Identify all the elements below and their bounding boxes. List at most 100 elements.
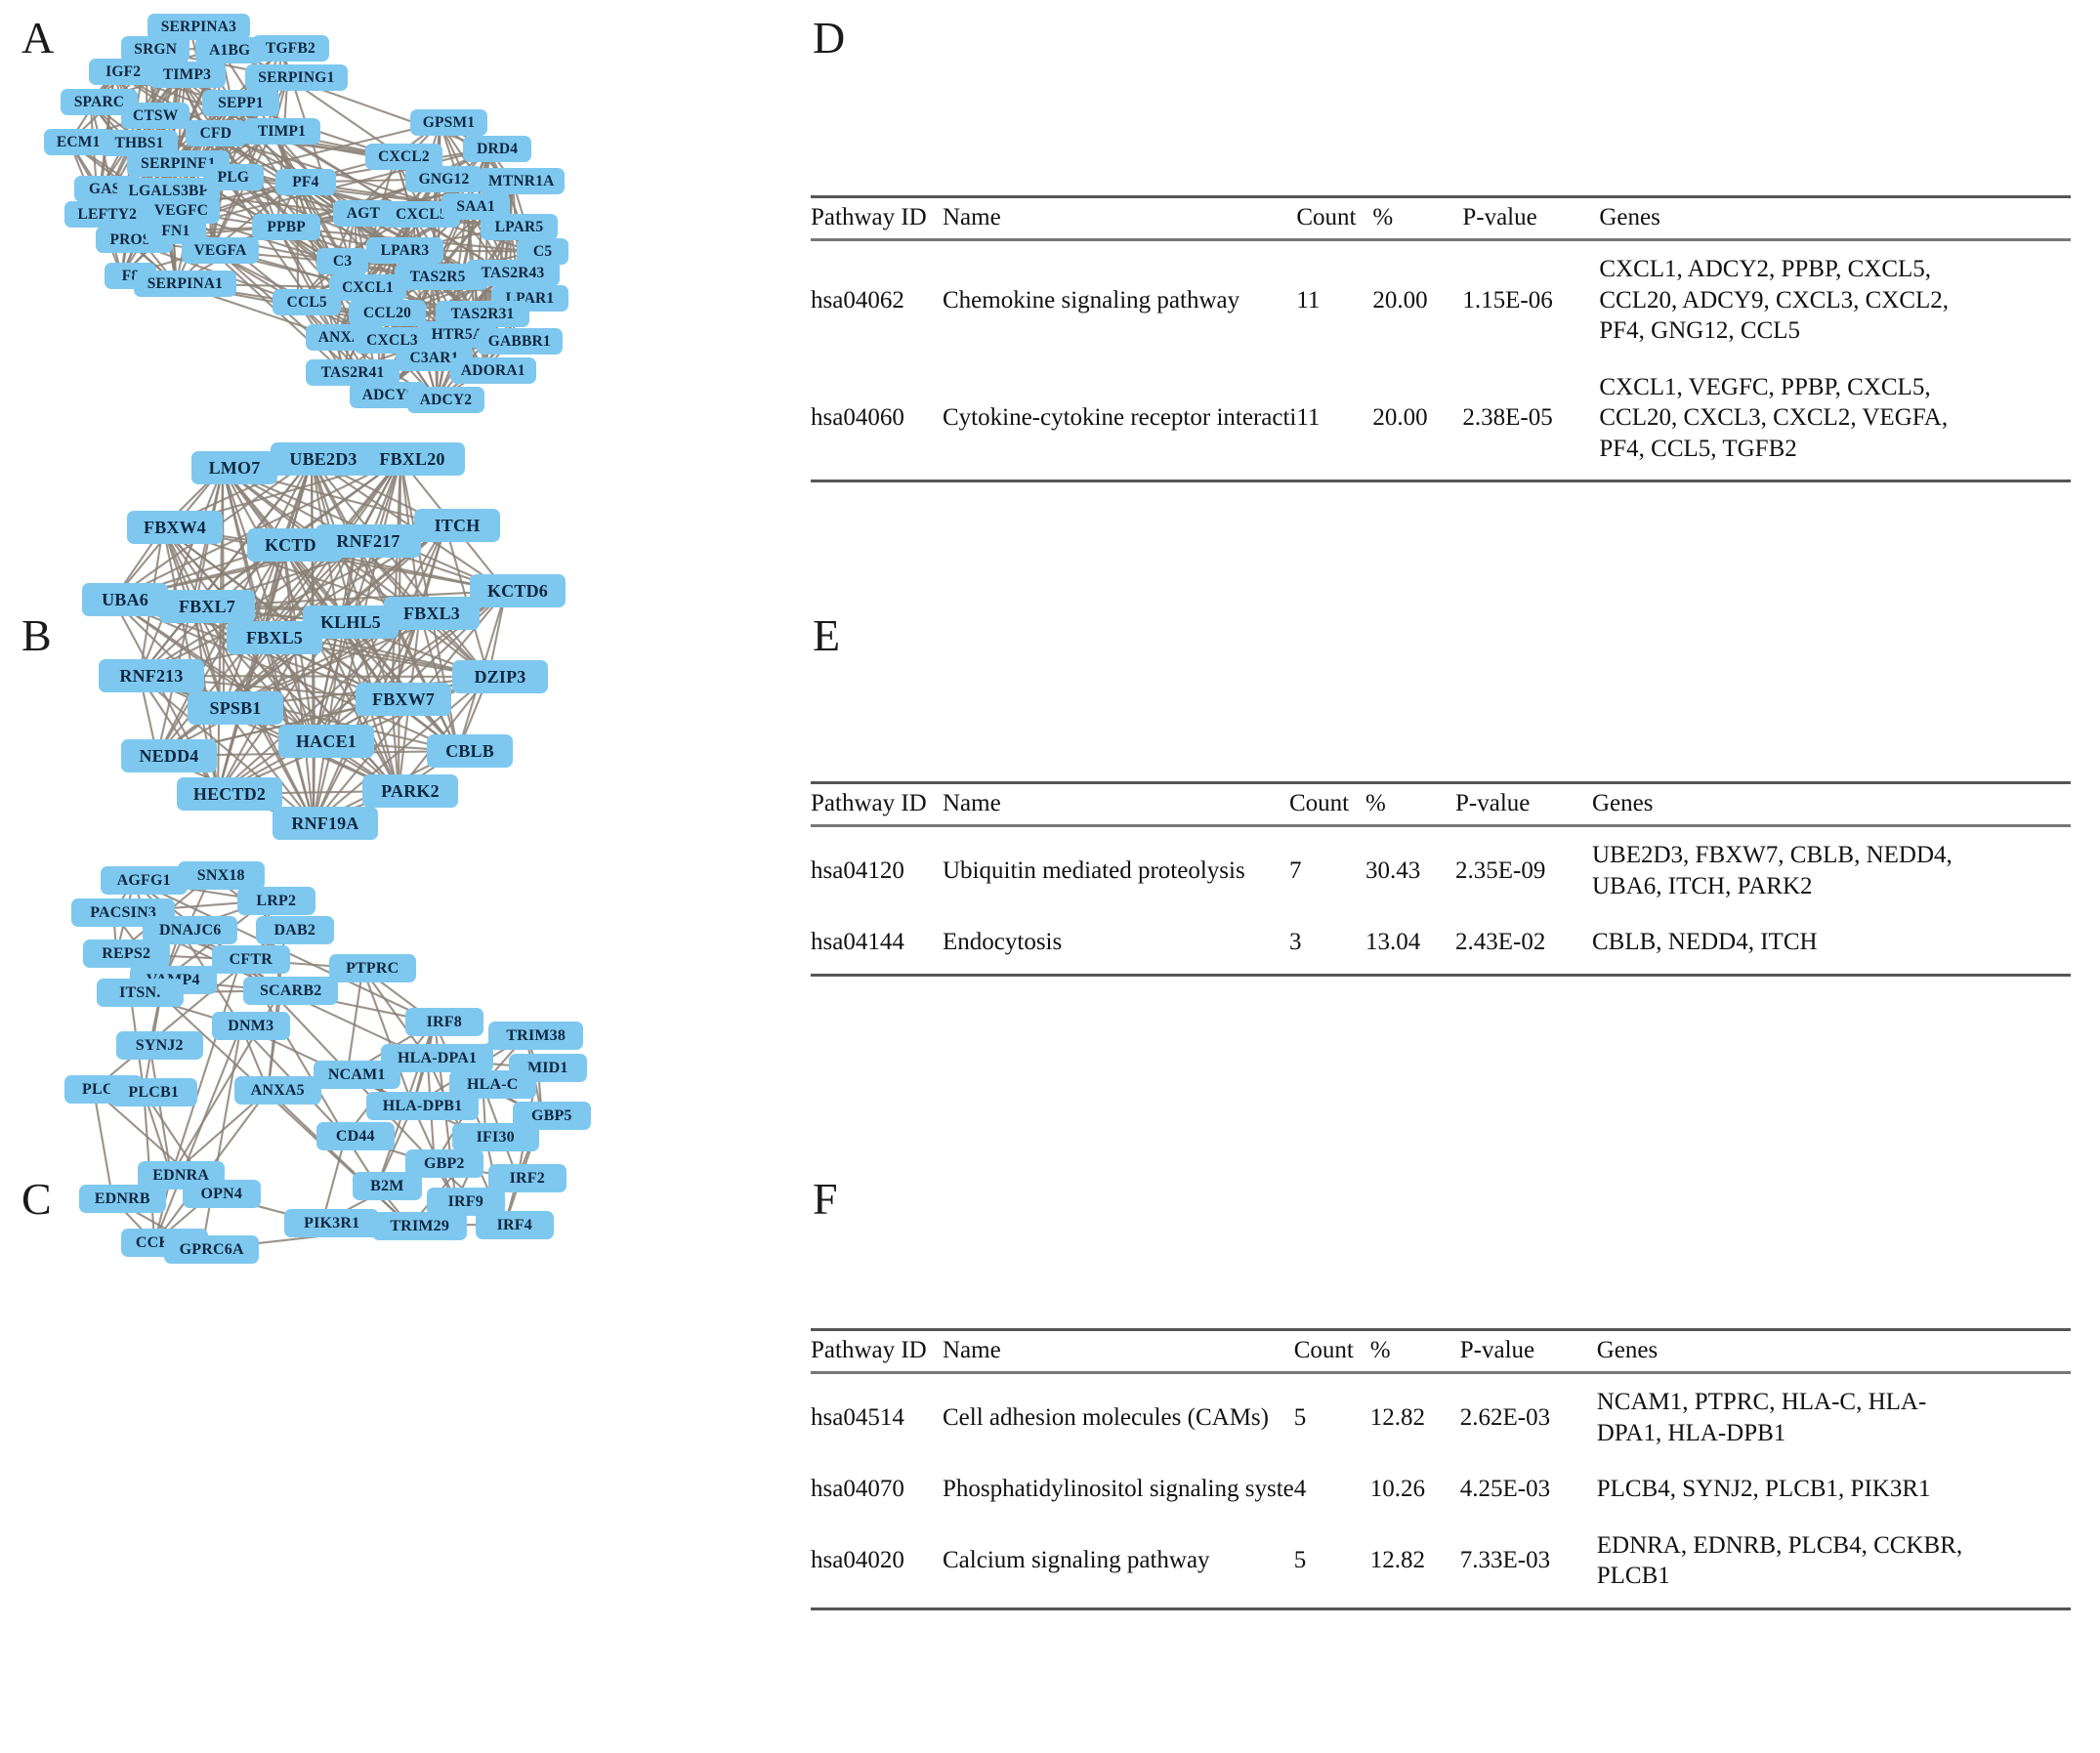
cell-pathway-id: hsa04070 — [811, 1476, 904, 1502]
cell-count: 4 — [1293, 1476, 1307, 1502]
network-node: ADCY2 — [407, 387, 484, 413]
network-node: CD44 — [316, 1122, 395, 1150]
network-node: PLCB1 — [110, 1078, 197, 1106]
network-node: SERPINA1 — [134, 271, 236, 297]
column-header: Name — [943, 781, 1289, 827]
cell-pathway-name: Phosphatidylinositol signaling syste — [943, 1476, 1294, 1502]
network-node: PF4 — [275, 169, 336, 195]
cell-pathway-id: hsa04020 — [811, 1547, 904, 1574]
cell-pvalue: 4.25E-03 — [1459, 1476, 1551, 1502]
network-node: LPAR5 — [481, 214, 558, 240]
cell-pvalue: 7.33E-03 — [1459, 1547, 1551, 1574]
cell-percent: 20.00 — [1372, 286, 1428, 313]
network-node: AGFG1 — [101, 866, 188, 895]
network-node: TRIM29 — [372, 1212, 468, 1240]
network-node: SERPINA3 — [147, 14, 250, 40]
cell-genes: CBLB, NEDD4, ITCH — [1592, 929, 1818, 955]
network-node: IFI30 — [452, 1123, 539, 1151]
network-node: FBXL5 — [227, 621, 322, 654]
cell-count: 11 — [1296, 286, 1321, 313]
network-node: CBLB — [427, 734, 513, 768]
network-node: RNF19A — [273, 807, 378, 840]
column-header: Genes — [1596, 1328, 2071, 1374]
table-row: hsa04070 Phosphatidylinositol signaling s… — [811, 1461, 2071, 1518]
network-node: GPRC6A — [164, 1235, 260, 1264]
cell-pathway-id: hsa04514 — [811, 1403, 904, 1431]
network-node: PPBP — [252, 214, 321, 240]
panel-letter-b: B — [21, 610, 52, 660]
column-header: Pathway ID — [811, 781, 943, 827]
column-header: % — [1365, 781, 1455, 827]
network-node: TAS2R43 — [466, 260, 561, 286]
cell-count: 7 — [1289, 856, 1302, 884]
network-node: HLA-DPA1 — [381, 1044, 494, 1072]
network-node: UBA6 — [82, 583, 168, 616]
network-node: HLA-DPB1 — [366, 1092, 480, 1120]
network-node: LPAR3 — [366, 237, 443, 264]
network-node: FBXL7 — [159, 590, 255, 623]
cell-pathway-name: Endocytosis — [943, 929, 1063, 955]
network-node: DAB2 — [256, 916, 334, 944]
network-node: SEPP1 — [202, 90, 279, 116]
cell-pathway-id: hsa04060 — [811, 404, 904, 431]
network-node: CFTR — [212, 945, 290, 974]
panel-letter-f: F — [813, 1174, 838, 1224]
column-header: Genes — [1592, 781, 2071, 827]
network-node: PACSIN3 — [71, 898, 176, 927]
network-node: VAMP4 — [130, 966, 217, 994]
network-node: HTR5A — [419, 321, 496, 348]
cell-percent: 10.26 — [1369, 1476, 1425, 1502]
network-node: GBP2 — [405, 1149, 483, 1178]
network-node: CTSW — [121, 103, 190, 129]
network-node: SYNJ2 — [116, 1031, 203, 1060]
network-node: CXCL1 — [329, 274, 406, 301]
cell-pvalue: 2.43E-02 — [1455, 929, 1546, 955]
network-node: REPS2 — [83, 939, 170, 968]
column-header: Count — [1293, 1328, 1370, 1374]
cell-count: 5 — [1293, 1403, 1307, 1431]
network-node: MTNR1A — [479, 168, 565, 194]
network-node: HACE1 — [278, 725, 374, 758]
column-header: Pathway ID — [811, 195, 943, 241]
network-node: FBXW7 — [356, 683, 451, 716]
panel-letter-e: E — [813, 610, 841, 660]
network-node: ANXA5 — [234, 1076, 321, 1105]
cell-pathway-id: hsa04062 — [811, 286, 904, 313]
network-node: GABBR1 — [477, 328, 563, 355]
cell-genes: EDNRA, EDNRB, PLCB4, CCKBR, PLCB1 — [1596, 1531, 1963, 1590]
network-node: VEGFA — [182, 237, 259, 264]
network-node: TIMP3 — [148, 62, 226, 88]
cell-count: 3 — [1289, 929, 1302, 955]
cell-pathway-name: Chemokine signaling pathway — [943, 286, 1240, 313]
network-node: GBP5 — [513, 1102, 591, 1130]
network-node: HECTD2 — [177, 777, 282, 811]
cell-percent: 12.82 — [1369, 1547, 1425, 1574]
network-node: TRIM38 — [488, 1022, 584, 1050]
network-node: IRF9 — [427, 1188, 505, 1216]
cell-genes: CXCL1, ADCY2, PPBP, CXCL5, CCL20, ADCY9,… — [1599, 256, 1950, 344]
network-node: GNG12 — [405, 166, 483, 192]
cell-pathway-name: Cell adhesion molecules (CAMs) — [943, 1403, 1269, 1431]
cell-pathway-name: Cytokine-cytokine receptor interacti — [943, 404, 1297, 431]
network-node: CFD — [186, 120, 246, 146]
column-header: Name — [943, 1328, 1294, 1374]
network-node: TGFB2 — [252, 35, 329, 62]
column-header: % — [1372, 195, 1463, 241]
network-node: LRP2 — [237, 887, 315, 915]
network-node: CXCL2 — [365, 144, 442, 170]
network-node: IRF2 — [488, 1164, 567, 1192]
network-node: RNF213 — [99, 659, 204, 692]
cell-genes: NCAM1, PTPRC, HLA-C, HLA- DPA1, HLA-DPB1 — [1596, 1389, 1927, 1446]
column-header: Count — [1296, 195, 1373, 241]
cell-pvalue: 1.15E-06 — [1462, 286, 1553, 313]
network-node: PIK3R1 — [284, 1209, 380, 1237]
network-node: DRD4 — [463, 136, 532, 162]
table-row: hsa04060 Cytokine-cytokine receptor inter… — [811, 359, 2071, 481]
network-node: ITSN. — [97, 979, 184, 1007]
network-node: DZIP3 — [452, 660, 548, 693]
